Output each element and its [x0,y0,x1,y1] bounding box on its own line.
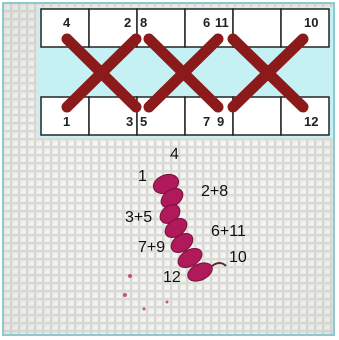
diagram-number-4: 4 [63,16,70,29]
photo-label-12: 12 [163,270,181,286]
photo-label-3-5: 3+5 [125,210,152,226]
diagram-number-7: 7 [203,115,210,128]
diagram-number-10: 10 [304,16,318,29]
diagram-number-6: 6 [203,16,210,29]
diagram-number-8: 8 [140,16,147,29]
photo-label-2-8: 2+8 [201,184,228,200]
diagram-number-1: 1 [63,115,70,128]
diagram-number-12: 12 [304,115,318,128]
diagram-number-3: 3 [126,115,133,128]
photo-label-4: 4 [170,147,179,163]
photo-label-7-9: 7+9 [138,240,165,256]
photo-label-6-11: 6+11 [211,224,246,240]
diagram-grid [37,7,335,138]
photo-label-10: 10 [229,250,247,266]
image-frame: 4 2 8 6 11 10 1 3 5 7 9 12 4 1 2+8 3+5 6… [2,2,335,336]
cross-stitch-diagram: 4 2 8 6 11 10 1 3 5 7 9 12 [37,7,335,138]
diagram-number-9: 9 [217,115,224,128]
diagram-number-11: 11 [215,16,229,29]
photo-label-1: 1 [138,169,147,185]
diagram-number-2: 2 [124,16,131,29]
diagram-number-5: 5 [140,115,147,128]
